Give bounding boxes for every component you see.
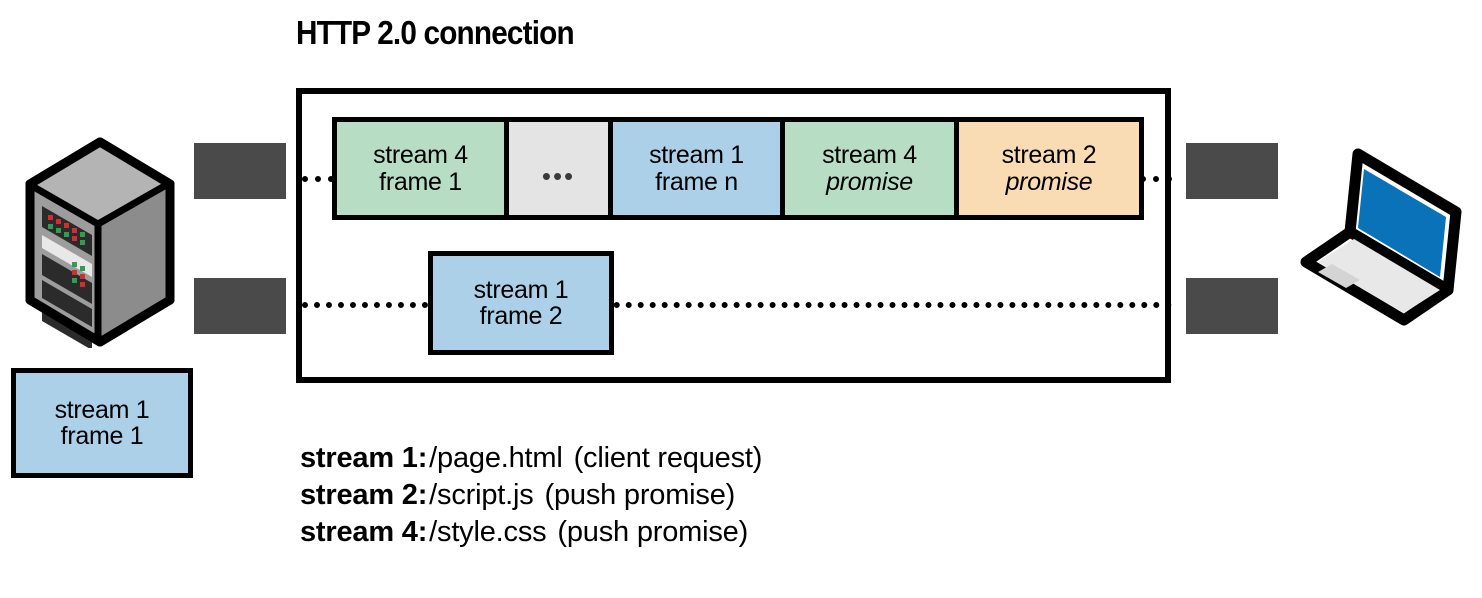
frame-label-line1: stream 4: [822, 141, 917, 169]
stream-legend: stream 1:/page.html(client request) stre…: [300, 440, 762, 551]
frame-label-line2: promise: [1005, 167, 1093, 196]
legend-separator: :: [417, 516, 428, 548]
frame-cell-stream-2-promise[interactable]: stream 2 promise: [959, 122, 1139, 215]
legend-path: /style.css: [429, 516, 547, 548]
frame-cell-stream-1-frame-n[interactable]: stream 1 frame n: [613, 122, 785, 215]
frame-label-line1: stream 1: [649, 141, 744, 169]
wire-top-right: [1140, 176, 1172, 182]
legend-stream-name: stream 2: [300, 479, 418, 511]
frame-label-line1: stream 1: [54, 395, 150, 424]
arrow-server-inbound-icon: [194, 278, 286, 334]
frame-label-line2: frame 1: [60, 422, 144, 450]
frame-label-line1: stream 1: [473, 275, 569, 304]
server-icon: [24, 136, 176, 353]
frame-box-stream-1-frame-1[interactable]: stream 1 frame 1: [11, 368, 193, 478]
page-title: HTTP 2.0 connection: [296, 14, 575, 51]
wire-top-left: [302, 176, 334, 182]
frame-label-line2: frame n: [655, 167, 738, 196]
legend-row-stream-4: stream 4:/style.css (push promise): [300, 514, 762, 551]
legend-note: (client request): [573, 442, 763, 474]
frame-label-line1: stream 4: [373, 141, 468, 169]
legend-separator: :: [417, 479, 428, 511]
wire-bottom: [302, 302, 1172, 308]
arrow-client-outbound-icon: [1186, 143, 1278, 199]
frame-label-line2: promise: [826, 167, 913, 196]
legend-path: /script.js: [429, 479, 534, 511]
legend-stream-name: stream 1: [300, 442, 418, 474]
legend-row-stream-2: stream 2:/script.js (push promise): [300, 477, 762, 514]
frame-cell-ellipsis: •••: [509, 122, 613, 215]
legend-note: (push promise): [557, 516, 749, 548]
ellipsis-icon: •••: [541, 160, 576, 191]
arrow-server-outbound-icon: [194, 143, 286, 199]
frame-box-stream-1-frame-2[interactable]: stream 1 frame 2: [428, 251, 614, 355]
legend-stream-name: stream 4: [300, 516, 418, 548]
arrow-client-inbound-icon: [1186, 278, 1278, 334]
frame-strip: stream 4 frame 1 ••• stream 1 frame n st…: [332, 117, 1144, 220]
legend-path: /page.html: [429, 442, 563, 474]
legend-row-stream-1: stream 1:/page.html (client request): [300, 440, 762, 477]
frame-label-line1: stream 2: [1001, 141, 1097, 169]
legend-separator: :: [417, 442, 428, 474]
laptop-icon: [1298, 138, 1468, 335]
frame-label-line2: frame 2: [479, 302, 563, 330]
legend-note: (push promise): [544, 479, 736, 511]
http2-connection-container: [296, 88, 1171, 383]
frame-cell-stream-4-promise[interactable]: stream 4 promise: [785, 122, 959, 215]
frame-cell-stream-4-frame-1[interactable]: stream 4 frame 1: [337, 122, 509, 215]
frame-label-line2: frame 1: [379, 167, 462, 196]
